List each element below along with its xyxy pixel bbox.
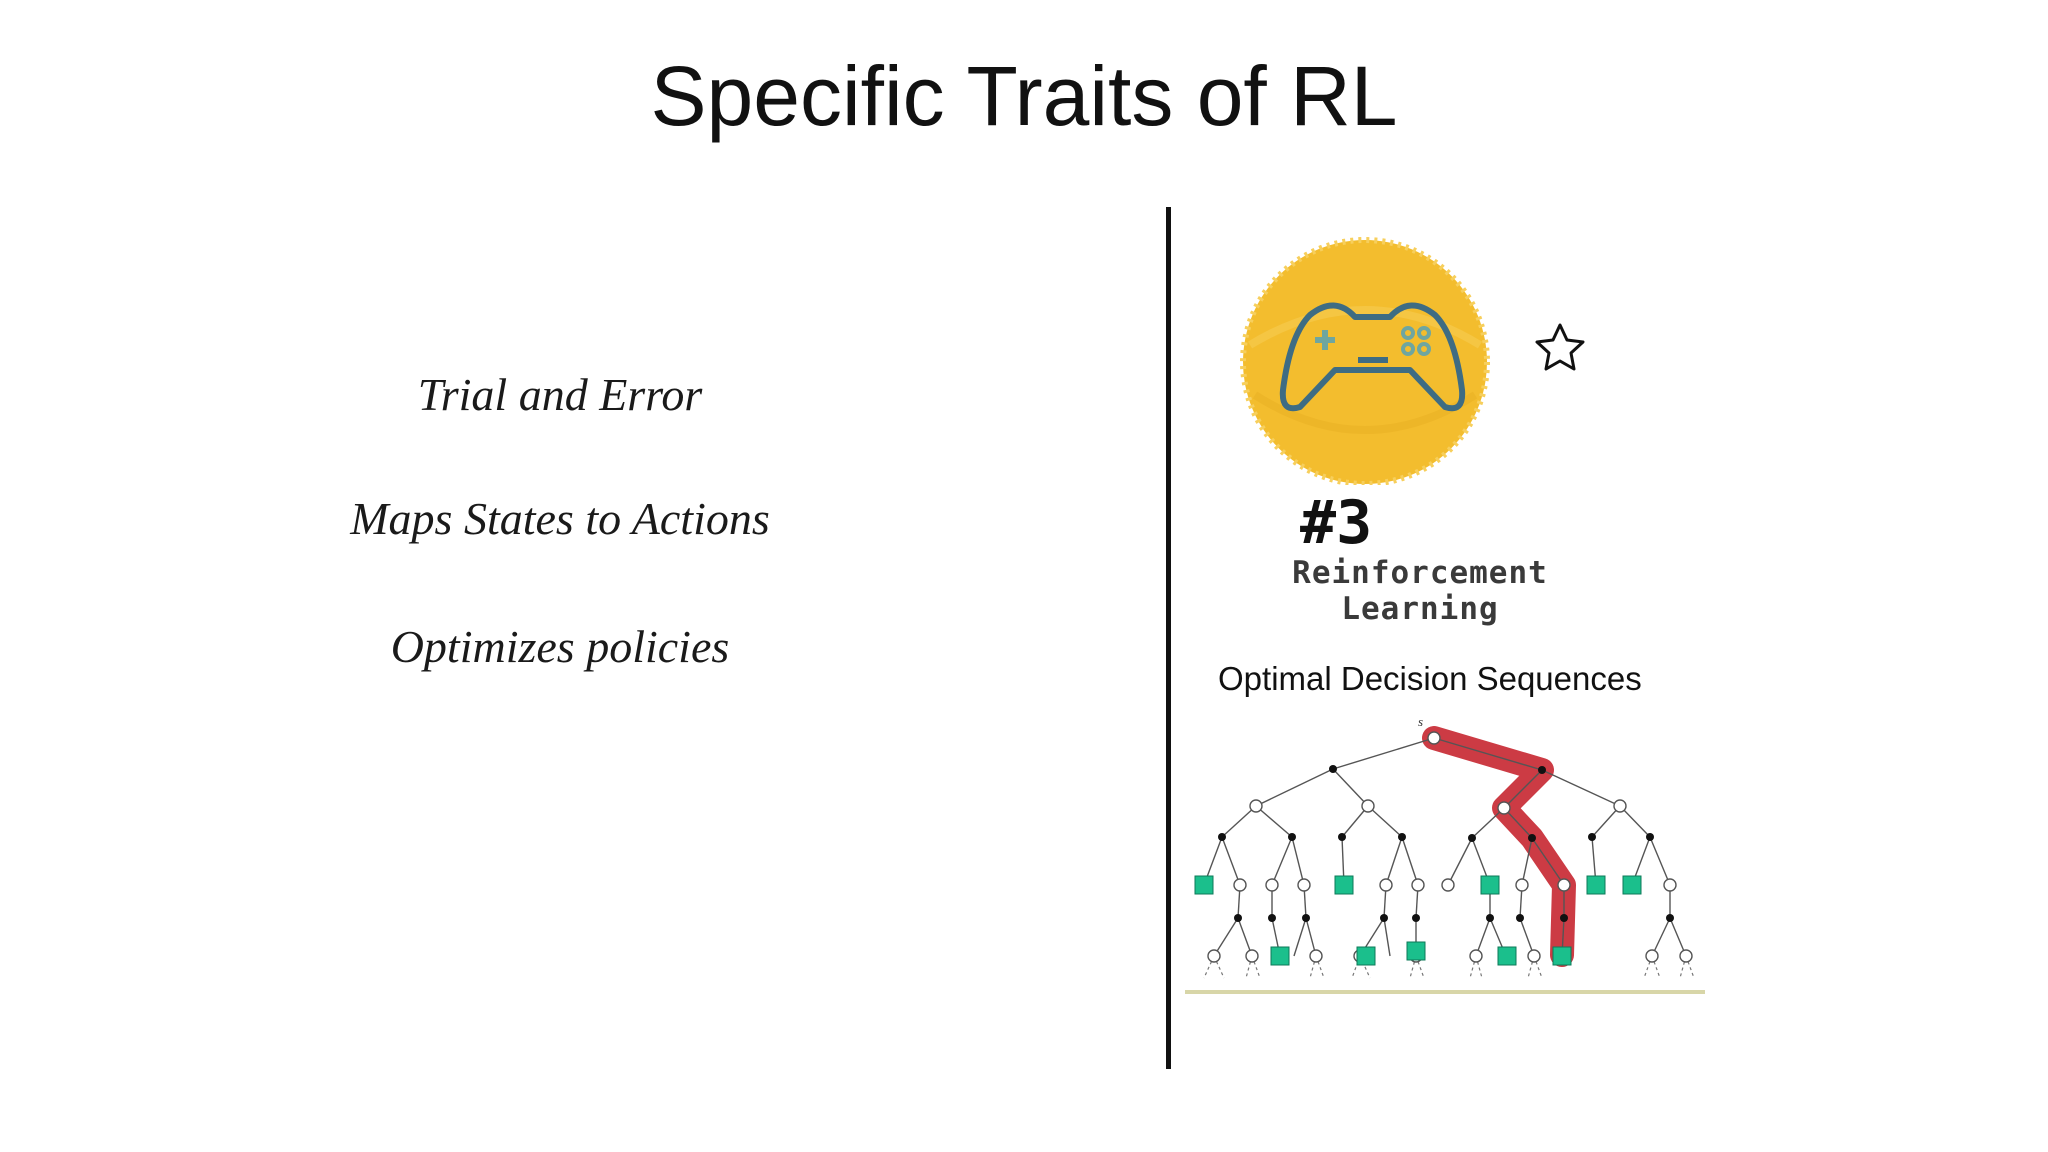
tree-dangling-edges (1203, 955, 1695, 979)
tree-terminal-nodes (1194, 875, 1642, 966)
tree-edges (1203, 737, 1687, 957)
decision-tree-diagram: s (1185, 714, 1705, 994)
badge-label: Reinforcement Learning (1230, 555, 1610, 627)
vertical-divider (1166, 207, 1171, 1069)
trait-trial-and-error: Trial and Error (417, 369, 703, 420)
tree-state-nodes (1207, 731, 1693, 963)
badge-label-line2: Learning (1341, 591, 1499, 627)
badge-number: #3 (1300, 488, 1373, 558)
tree-root-label: s (1418, 714, 1423, 729)
tree-caption: Optimal Decision Sequences (1218, 660, 1642, 697)
tree-action-nodes (1218, 765, 1674, 922)
rl-illustration (1240, 237, 1585, 485)
trait-maps-states: Maps States to Actions (350, 493, 770, 544)
trait-optimizes-policies: Optimizes policies (390, 621, 730, 672)
slide-title: Specific Traits of RL (650, 49, 1398, 143)
badge-label-line1: Reinforcement (1292, 555, 1548, 591)
gamepad-icon (1279, 302, 1466, 412)
star-icon (1535, 323, 1585, 371)
